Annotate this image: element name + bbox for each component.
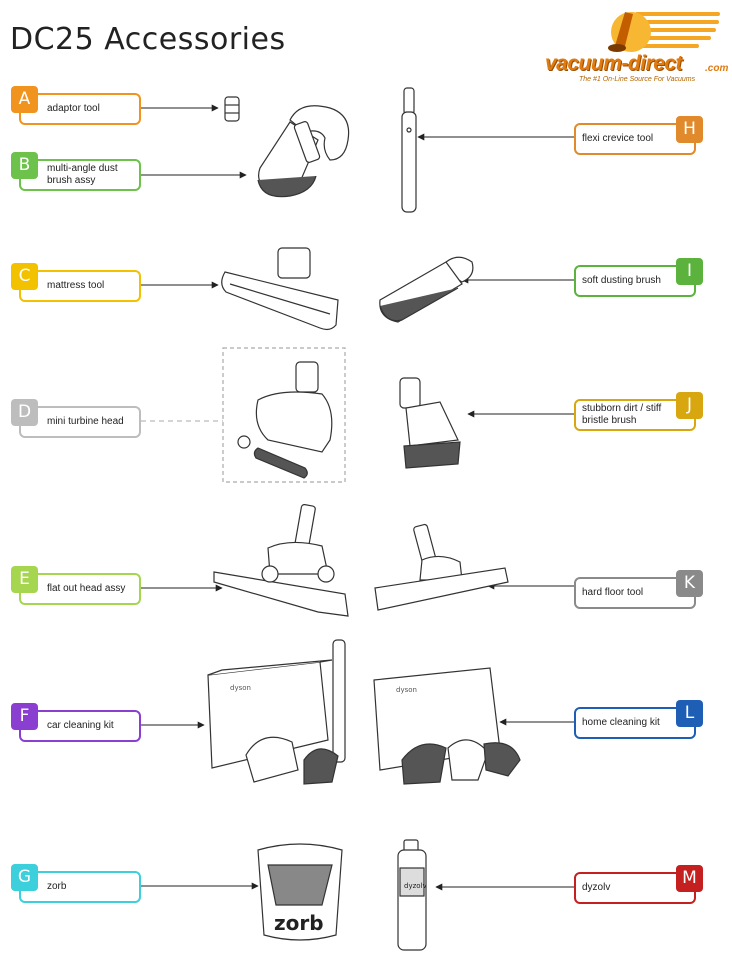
home-cleaning-kit-drawing [373, 667, 521, 785]
callout-label: mini turbine head [47, 416, 124, 427]
zorb-bag-text: zorb [274, 911, 324, 935]
vacuum-direct-logo: vacuum-direct .com The #1 On-Line Source… [545, 6, 730, 86]
callout-letter: D [11, 399, 38, 426]
soft-dusting-brush-drawing [379, 256, 474, 323]
callout-letter: H [676, 116, 703, 143]
callout-box: zorb [19, 871, 141, 903]
callout-box: adaptor tool [19, 93, 141, 125]
page-title: DC25 Accessories [10, 22, 286, 57]
adaptor-tool-drawing [224, 96, 240, 122]
callout-letter: G [11, 864, 38, 891]
callout-box: mini turbine head [19, 406, 141, 438]
callout-box: multi-angle dust brush assy [19, 159, 141, 191]
callout-letter: C [11, 263, 38, 290]
callout-label: flexi crevice tool [582, 133, 654, 144]
callout-label: zorb [47, 881, 67, 892]
callout-label: flat out head assy [47, 583, 126, 594]
stiff-bristle-brush-drawing [399, 377, 461, 469]
callout-box: flexi crevice tool [574, 123, 696, 155]
callout-label: adaptor tool [47, 103, 100, 114]
mini-turbine-head-drawing [237, 361, 333, 479]
callout-label: dyzolv [582, 882, 611, 893]
callout-letter: F [11, 703, 38, 730]
callout-box: hard floor tool [574, 577, 696, 609]
callout-box: stubborn dirt / stiff bristle brush [574, 399, 696, 431]
callout-letter: B [11, 152, 38, 179]
callout-letter: I [676, 258, 703, 285]
callout-letter: J [676, 392, 703, 419]
callout-letter: L [676, 700, 703, 727]
callout-label: stubborn dirt / stiff bristle brush [582, 403, 662, 426]
callout-label: home cleaning kit [582, 717, 660, 728]
callout-label: hard floor tool [582, 587, 644, 598]
zorb-bag-drawing [257, 843, 343, 941]
logo-tagline: The #1 On-Line Source For Vacuums [579, 76, 696, 83]
callout-letter: A [11, 86, 38, 113]
logo-suffix: .com [705, 63, 729, 74]
callout-label: multi-angle dust brush assy [47, 163, 118, 186]
logo-sunburst-icon [608, 12, 720, 52]
flat-out-head-drawing [213, 503, 349, 617]
callout-letter: M [676, 865, 703, 892]
mattress-tool-drawing [221, 247, 339, 331]
car-kit-brand-text: dyson [230, 684, 251, 692]
logo-wordmark: vacuum-direct [545, 52, 683, 75]
dyzolv-can-text: dyzolv [404, 882, 427, 890]
hard-floor-tool-drawing [374, 523, 509, 611]
flexi-crevice-tool-drawing [401, 87, 417, 213]
callout-label: mattress tool [47, 280, 105, 291]
callout-label: car cleaning kit [47, 720, 114, 731]
callout-label: soft dusting brush [582, 275, 661, 286]
callout-letter: K [676, 570, 703, 597]
multi-angle-brush-drawing [257, 105, 350, 198]
callout-letter: E [11, 566, 38, 593]
home-kit-brand-text: dyson [396, 686, 417, 694]
callout-box: mattress tool [19, 270, 141, 302]
car-cleaning-kit-drawing [207, 639, 346, 785]
callout-box: soft dusting brush [574, 265, 696, 297]
dyzolv-can-drawing [397, 839, 427, 951]
